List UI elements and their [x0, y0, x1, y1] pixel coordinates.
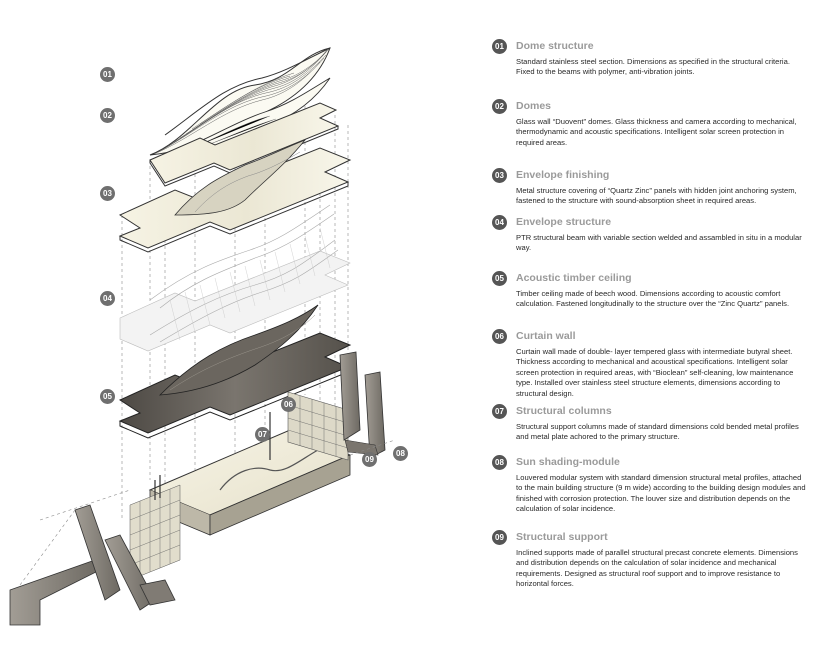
layer-envelope-finishing — [118, 139, 352, 253]
legend-title: Domes — [516, 100, 552, 112]
legend-description: Inclined supports made of parallel struc… — [516, 548, 798, 589]
legend-title: Dome structure — [516, 40, 594, 52]
legend-title: Curtain wall — [516, 330, 576, 342]
layer-envelope-structure — [119, 204, 351, 352]
diagram-marker-05: 05 — [100, 389, 115, 404]
diagram-marker-06: 06 — [281, 397, 296, 412]
legend-item-envelope-finishing: 03 Envelope finishing Metal structure cov… — [492, 167, 804, 207]
legend-description: Glass wall “Duovent” domes. Glass thickn… — [516, 117, 797, 147]
diagram-marker-09: 09 — [362, 452, 377, 467]
legend-item-sun-shading-module: 08 Sun shading-module Louvered modular sy… — [492, 454, 806, 515]
legend-title: Structural columns — [516, 405, 612, 417]
legend-description: Timber ceiling made of beech wood. Dimen… — [516, 289, 790, 309]
diagram-marker-04: 04 — [100, 291, 115, 306]
legend-number-badge: 06 — [492, 328, 507, 344]
legend-description: Standard stainless steel section. Dimens… — [516, 57, 790, 77]
legend-description: PTR structural beam with variable sectio… — [516, 233, 802, 253]
legend-title: Structural support — [516, 531, 608, 543]
diagram-marker-01: 01 — [100, 67, 115, 82]
legend-number-badge: 02 — [492, 98, 507, 114]
legend-item-acoustic-timber-ceiling: 05 Acoustic timber ceiling Timber ceiling… — [492, 270, 804, 310]
diagram-marker-08: 08 — [393, 446, 408, 461]
legend-title: Acoustic timber ceiling — [516, 272, 632, 284]
diagram-marker-07: 07 — [255, 427, 270, 442]
layer-ground-structure — [9, 351, 396, 626]
legend-number-badge: 03 — [492, 167, 507, 183]
diagram-marker-02: 02 — [100, 108, 115, 123]
layer-domes — [149, 102, 340, 187]
legend-item-envelope-structure: 04 Envelope structure PTR structural beam… — [492, 214, 804, 254]
legend-number-badge: 01 — [492, 38, 507, 54]
legend-number-badge: 09 — [492, 529, 507, 545]
legend-title: Envelope finishing — [516, 169, 610, 181]
legend-title: Envelope structure — [516, 216, 612, 228]
legend-title: Sun shading-module — [516, 456, 620, 468]
legend-item-structural-columns: 07 Structural columns Structural support … — [492, 403, 804, 443]
legend-description: Curtain wall made of double- layer tempe… — [516, 347, 794, 398]
diagram-marker-03: 03 — [100, 186, 115, 201]
legend-description: Metal structure covering of “Quartz Zinc… — [516, 186, 797, 206]
legend-description: Louvered modular system with standard di… — [516, 473, 806, 514]
legend-number-badge: 07 — [492, 403, 507, 419]
legend-item-dome-structure: 01 Dome structure Standard stainless stee… — [492, 38, 804, 78]
legend-number-badge: 08 — [492, 454, 507, 470]
legend-item-domes: 02 Domes Glass wall “Duovent” domes. Glas… — [492, 98, 804, 148]
legend-item-structural-support: 09 Structural support Inclined supports m… — [492, 529, 804, 590]
legend-item-curtain-wall: 06 Curtain wall Curtain wall made of doub… — [492, 328, 804, 399]
legend-number-badge: 04 — [492, 214, 507, 230]
legend-description: Structural support columns made of stand… — [516, 422, 799, 442]
legend-number-badge: 05 — [492, 270, 507, 286]
exploded-axonometric-diagram: 01 02 03 04 05 06 07 08 09 — [9, 47, 408, 626]
exploded-axonometric-drawing — [9, 47, 396, 626]
